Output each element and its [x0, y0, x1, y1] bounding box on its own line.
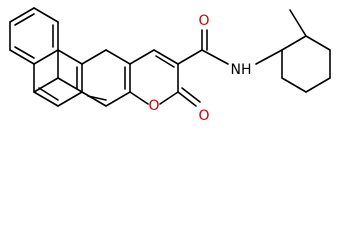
bond-single	[305, 35, 331, 51]
ring-oxygen-label: O	[148, 98, 159, 114]
bond-single	[81, 91, 107, 107]
bond-single	[129, 49, 155, 65]
bond-double-inner	[14, 46, 35, 59]
bond-single	[81, 49, 107, 65]
bond-double-inner	[87, 95, 107, 101]
bond-single	[105, 49, 131, 65]
lactone-oxygen-label: O	[198, 108, 209, 124]
bond-single	[9, 49, 35, 65]
bond-single	[305, 77, 331, 93]
bond-single	[281, 35, 307, 51]
atom-label-layer: O NH O O	[148, 13, 251, 124]
bond-single	[159, 91, 179, 105]
bond-double-inner	[38, 87, 59, 101]
bond-double	[177, 91, 197, 107]
bond-single	[33, 49, 59, 65]
bond-double-inner	[155, 55, 175, 68]
bond-double-inner	[14, 13, 35, 26]
amide-nitrogen-label: NH	[231, 62, 252, 78]
bond-single	[281, 77, 307, 93]
bond-single	[33, 77, 59, 93]
bond-single	[289, 9, 307, 37]
bond-single	[33, 7, 59, 23]
bond-single	[57, 77, 83, 93]
bond-single	[57, 91, 83, 107]
bond-single	[255, 49, 283, 65]
bond-single	[9, 7, 35, 23]
bond-layer	[9, 7, 331, 107]
chemical-structure: O NH O O	[9, 7, 331, 124]
bond-single	[201, 49, 229, 65]
bond-single	[33, 91, 59, 107]
amide-oxygen-label: O	[198, 13, 209, 29]
bond-double	[153, 49, 179, 65]
bond-single	[177, 49, 203, 65]
bond-double-inner	[181, 87, 201, 103]
bond-single	[57, 49, 83, 65]
bond-single	[129, 91, 149, 105]
bond-single	[105, 91, 131, 107]
